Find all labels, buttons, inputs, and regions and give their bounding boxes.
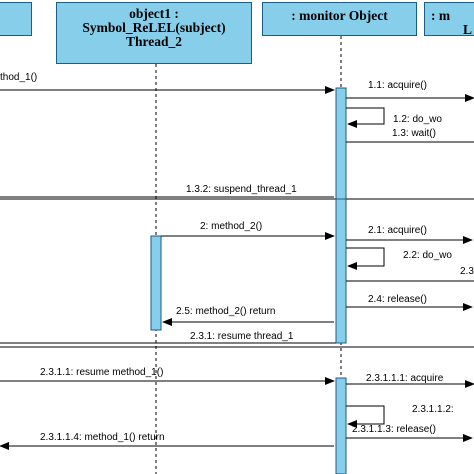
msg-method2-return-label: 2.5: method_2() return: [176, 306, 276, 317]
activation-monitor-3: [335, 377, 347, 474]
object1-thread: Thread_2: [125, 34, 182, 49]
msg-acquire-label: 1.1: acquire(): [368, 80, 427, 91]
lifeline-header-object1: object1 : Symbol_ReLEL(subject) Thread_2: [56, 2, 252, 64]
msg-dowork2-self-arrow: [346, 247, 385, 270]
monitor-name: : monitor Object: [291, 8, 388, 23]
right-lifeline-name: : m: [431, 8, 451, 23]
msg-dowork-self-arrow: [346, 107, 385, 128]
lifeline-header-right: : m L: [424, 2, 474, 36]
activation-monitor-2: [335, 198, 347, 344]
lifeline-header-left: [0, 2, 32, 36]
msg-acquire3-label: 2.3.1.1.1: acquire: [366, 373, 444, 384]
msg-acquire2-label: 2.1: acquire(): [368, 225, 427, 236]
msg-dowork3-label: 2.3.1.1.2:: [412, 404, 454, 415]
right-lifeline-class: L: [463, 22, 473, 36]
msg-23-label: 2.3: [460, 266, 474, 277]
msg-release3-label: 2.3.1.1.3: release(): [352, 424, 436, 435]
object1-name: object1 :: [129, 6, 179, 21]
activation-monitor-1: [335, 87, 347, 201]
msg-method1-label: thod_1(): [0, 72, 38, 83]
msg-release-label: 2.4: release(): [368, 294, 427, 305]
msg-resume-thread-label: 2.3.1: resume thread_1: [190, 331, 294, 342]
object1-class: Symbol_ReLEL(subject): [82, 20, 226, 35]
msg-method2-label: 2: method_2(): [200, 221, 263, 232]
activation-object1: [150, 235, 162, 331]
msg-suspend-label: 1.3.2: suspend_thread_1: [186, 184, 297, 195]
msg-dowork3-self-arrow: [346, 405, 385, 428]
msg-dowork2-label: 2.2: do_wo: [403, 250, 452, 261]
msg-resume-method1-label: 2.3.1.1: resume method_1(): [40, 367, 164, 378]
msg-method1-return-label: 2.3.1.1.4: method_1() return: [40, 432, 165, 443]
lifeline-header-monitor: : monitor Object: [262, 2, 417, 36]
msg-dowork-label: 1.2: do_wo: [393, 114, 442, 125]
msg-wait-label: 1.3: wait(): [392, 128, 436, 139]
